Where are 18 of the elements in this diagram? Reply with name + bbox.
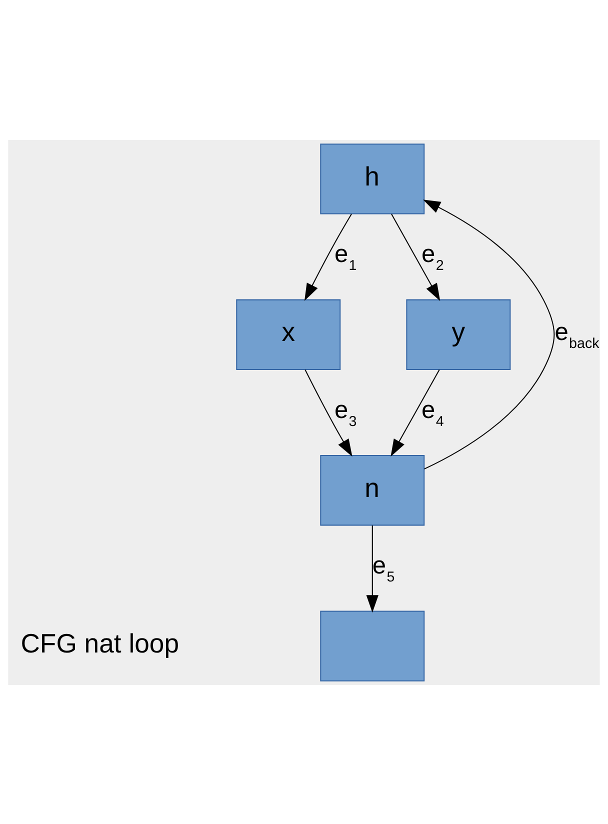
node-box [320,610,425,681]
arrow [390,369,440,456]
arrow [423,199,555,469]
edge-label: e$_{5}$ [372,552,395,586]
edge-label: e$_{1}$ [334,240,357,274]
arrow [304,213,352,300]
label: CFG nat loop [20,628,180,658]
edge-label: e$_{3}$ [334,396,357,430]
node-box: x [236,298,341,370]
arrow [304,369,352,456]
arrow [391,213,440,300]
node-box: h [320,143,425,214]
node-box: y [406,298,511,370]
edge-label: e$_{2}$ [422,240,444,274]
edge-label: e$_{back}$ [554,318,600,352]
arrow [366,524,378,612]
node-box: n [320,454,425,526]
edge-label: e$_{4}$ [422,396,444,430]
